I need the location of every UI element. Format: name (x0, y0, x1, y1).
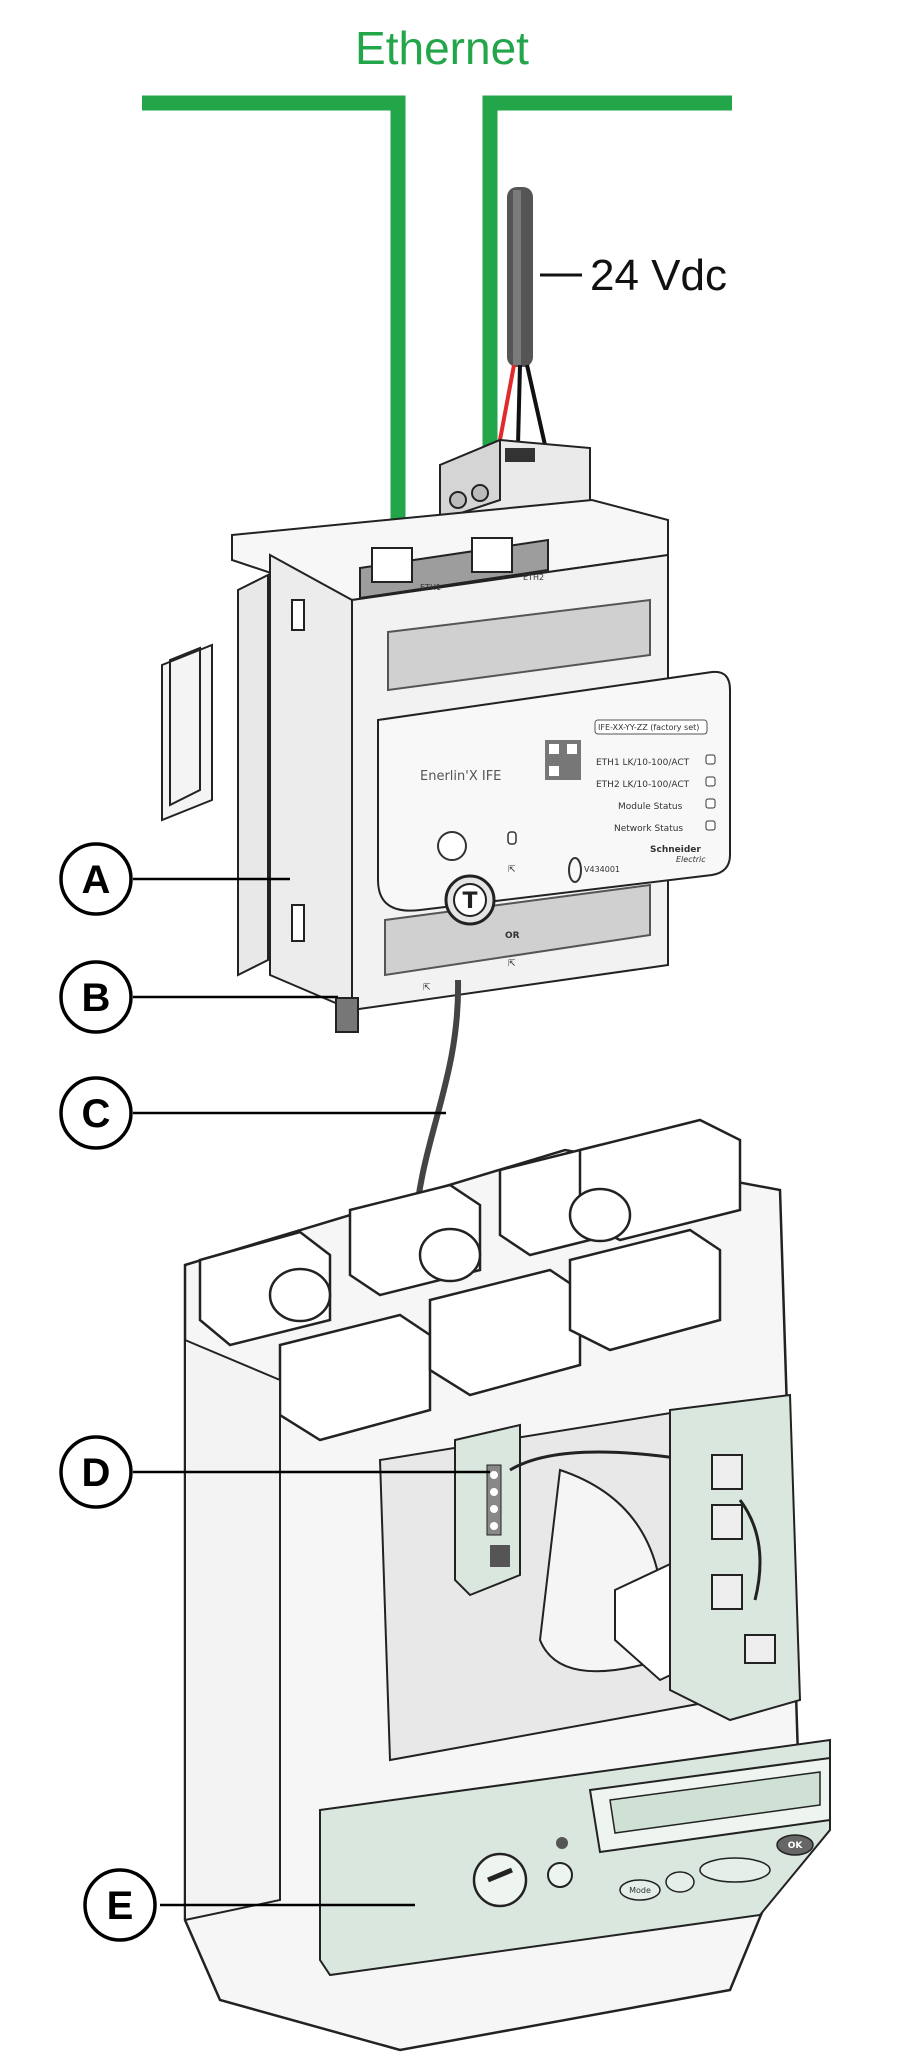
ethernet-ports: ETH1 ETH2 (359, 537, 549, 600)
led-label-eth2: ETH2 LK/10-100/ACT (596, 780, 690, 790)
callout-c-letter: C (82, 1092, 111, 1136)
callout-a-letter: A (82, 858, 111, 902)
scroll-button[interactable] (699, 1857, 771, 1883)
power-wire-black-1 (516, 364, 522, 446)
led-label-module-status: Module Status (618, 802, 683, 812)
maker-name: Schneider (650, 845, 701, 855)
breaker-side-plate (184, 1338, 281, 1922)
adjustment-dial-large[interactable] (472, 1852, 528, 1908)
vent-grille-top (387, 598, 651, 692)
callout-d: D (59, 1435, 133, 1509)
callout-e-letter: E (107, 1884, 134, 1928)
ulp-port-left-icon: ⇱ (423, 983, 431, 993)
callout-b: B (59, 960, 133, 1034)
status-light-icon (556, 1837, 568, 1849)
breaker-terminals (198, 1118, 742, 1442)
circuit-breaker: Mode OK (183, 1118, 831, 2052)
led-eth1 (705, 754, 716, 765)
callout-c: C (59, 1076, 133, 1150)
wrench-icon (437, 831, 467, 861)
power-supply-label: 24 Vdc (590, 251, 727, 300)
trip-unit: Mode OK (319, 1738, 831, 1977)
led-module-status (705, 798, 716, 809)
navigation-button[interactable] (665, 1871, 695, 1893)
callout-b-letter: B (82, 976, 111, 1020)
callout-d-letter: D (82, 1451, 111, 1495)
callout-a: A (59, 842, 133, 916)
factory-set-label: IFE-XX-YY-ZZ (factory set) (598, 723, 699, 732)
ethernet-cables (142, 95, 732, 578)
stacking-accessory (335, 997, 359, 1033)
ethernet-label: Ethernet (355, 22, 529, 74)
ethernet-cable-eth1 (142, 95, 406, 578)
adjustment-dial-small[interactable] (547, 1862, 573, 1888)
test-button-label: T (462, 889, 477, 914)
or-label: OR (505, 931, 520, 941)
ife-module: ETH1 ETH2 Enerlin'X IFE IFE-XX-YY-ZZ (fa… (161, 498, 731, 1033)
eth1-port-label: ETH1 (420, 583, 441, 592)
led-eth2 (705, 776, 716, 787)
eth2-port-label: ETH2 (523, 573, 544, 582)
led-network-status (705, 820, 716, 831)
status-leds: ETH1 LK/10-100/ACT ETH2 LK/10-100/ACT Mo… (596, 754, 716, 834)
rotary-lock-icon (568, 857, 582, 883)
right-accessory-block (669, 1393, 802, 1722)
maker-subname: Electric (676, 855, 706, 864)
ok-button[interactable] (776, 1834, 814, 1856)
ok-button-label: OK (788, 1841, 804, 1851)
eth1-port (371, 547, 413, 583)
power-cable (497, 187, 582, 461)
front-cover: Enerlin'X IFE IFE-XX-YY-ZZ (factory set)… (377, 670, 731, 926)
ulp-port-right-icon: ⇱ (508, 959, 516, 969)
trip-unit-display (609, 1771, 821, 1834)
callout-e: E (83, 1868, 157, 1942)
part-number-label: V434001 (584, 865, 620, 874)
module-brand-label: Enerlin'X IFE (420, 769, 501, 784)
module-side (269, 553, 353, 1012)
ulp-port-icon: ⇱ (508, 865, 516, 875)
ethernet-cable-eth2 (482, 95, 732, 578)
mode-button-label: Mode (629, 1886, 651, 1895)
din-rail (161, 573, 269, 977)
power-wire-black-2 (525, 364, 547, 446)
mode-button[interactable] (619, 1879, 661, 1901)
led-label-network-status: Network Status (614, 824, 683, 834)
callout-lines (133, 877, 490, 1907)
vent-grille-bottom (384, 883, 651, 977)
eth2-port (471, 537, 513, 573)
led-label-eth1: ETH1 LK/10-100/ACT (596, 758, 690, 768)
